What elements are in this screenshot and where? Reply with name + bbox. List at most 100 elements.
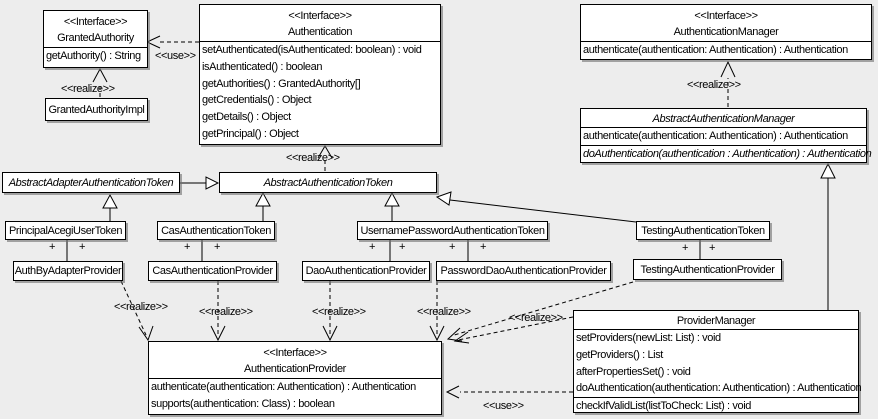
class-name: AuthByAdapterProvider (14, 265, 122, 277)
class-abstract-adapter-authentication-token[interactable]: AbstractAdapterAuthenticationToken (2, 172, 180, 193)
realize-stereotype-label: <<realize>> (687, 79, 741, 91)
gen-triangle-cas (255, 191, 271, 207)
class-name: AuthenticationManager (673, 26, 779, 38)
class-cas-authentication-provider[interactable]: CasAuthenticationProvider (148, 261, 277, 281)
realize-stereotype-label: <<realize>> (417, 306, 471, 318)
arrowhead-realize-authenticationmanager (720, 60, 736, 78)
method-row: authenticate(authentication: Authenticat… (583, 130, 848, 142)
use-stereotype-label: <<use>> (483, 400, 524, 412)
method-row: getCredentials() : Object (202, 94, 312, 107)
class-name: AbstractAuthenticationManager (652, 113, 795, 125)
class-authentication-manager[interactable]: <<Interface>> AuthenticationManager auth… (580, 4, 872, 60)
realize-stereotype-label: <<realize>> (199, 306, 253, 318)
class-name: Authentication (287, 26, 353, 38)
arrowhead-realize-6 (453, 331, 470, 344)
class-name: UsernamePasswordAuthenticationToken (360, 224, 545, 237)
method-row: doAuthentication(authentication : Authen… (583, 147, 872, 160)
class-name: AuthenticationProvider (244, 363, 346, 375)
class-header: <<Interface>> GrantedAuthority (44, 11, 147, 48)
class-authentication-provider[interactable]: <<Interface>> AuthenticationProvider aut… (148, 341, 442, 415)
class-cas-authentication-token[interactable]: CasAuthenticationToken (157, 221, 275, 240)
stereotype-label: <<Interface>> (694, 10, 758, 22)
class-testing-authentication-token[interactable]: TestingAuthenticationToken (636, 221, 770, 240)
method-row: isAuthenticated() : boolean (202, 60, 323, 73)
multiplicity-plus: + (368, 241, 376, 253)
class-password-dao-authentication-provider[interactable]: PasswordDaoAuthenticationProvider (436, 261, 611, 281)
arrowhead-realize-3 (322, 325, 338, 342)
gen-triangle-principal (102, 193, 118, 209)
method-row: getDetails() : Object (202, 111, 291, 124)
arrowhead-realize-2 (210, 325, 226, 342)
class-abstract-authentication-token[interactable]: AbstractAuthenticationToken (219, 172, 437, 193)
multiplicity-plus: + (48, 241, 56, 253)
multiplicity-plus: + (398, 241, 406, 253)
arrowhead-use-authenticationprovider (445, 385, 460, 399)
compartment-divider (574, 397, 858, 399)
realize-stereotype-label: <<realize>> (509, 312, 563, 324)
arrowhead-use-grantedauthority (145, 35, 161, 49)
class-header: <<Interface>> AuthenticationManager (581, 5, 871, 42)
class-name: PrincipalAcegiUserToken (8, 224, 123, 237)
class-header: <<Interface>> AuthenticationProvider (149, 342, 441, 379)
method-row: checkIfValidList(listToCheck: List) : vo… (576, 400, 751, 413)
realize-stereotype-label: <<realize>> (312, 306, 366, 318)
method-row: getProviders() : List (576, 348, 663, 361)
compartment-divider (581, 144, 866, 146)
stereotype-label: <<Interface>> (288, 10, 352, 22)
class-name: GrantedAuthority (57, 32, 134, 44)
stereotype-label: <<Interface>> (63, 16, 128, 28)
class-authentication[interactable]: <<Interface>> Authentication setAuthenti… (199, 4, 441, 145)
class-header: AbstractAuthenticationManager (581, 109, 866, 128)
stereotype-label: <<Interface>> (263, 347, 327, 359)
multiplicity-plus: + (183, 241, 191, 253)
class-name: GrantedAuthorityImpl (48, 103, 145, 116)
class-name: CasAuthenticationToken (161, 224, 271, 237)
method-row: authenticate(authentication: Authenticat… (583, 44, 848, 56)
method-row: supports(authentication: Class) : boolea… (151, 397, 335, 410)
gen-triangle-testing (435, 191, 452, 206)
class-header: ProviderManager (574, 311, 858, 330)
class-name: AbstractAdapterAuthenticationToken (8, 176, 174, 189)
method-row: getAuthority() : String (46, 50, 141, 62)
class-name: TestingAuthenticationProvider (640, 263, 775, 276)
method-row: getPrincipal() : Object (202, 127, 299, 140)
multiplicity-plus: + (681, 242, 689, 254)
multiplicity-plus: + (479, 241, 487, 253)
arrowhead-realize-grantedauthority (92, 67, 108, 83)
class-name: CasAuthenticationProvider (152, 265, 273, 277)
method-row: afterPropertiesSet() : void (576, 365, 691, 378)
gen-triangle-adapter (205, 176, 220, 190)
use-stereotype-label: <<use>> (155, 50, 196, 62)
class-testing-authentication-provider[interactable]: TestingAuthenticationProvider (633, 259, 782, 280)
method-row: setProviders(newList: List) : void (576, 332, 721, 344)
class-header: <<Interface>> Authentication (200, 5, 440, 42)
class-granted-authority-impl[interactable]: GrantedAuthorityImpl (45, 98, 148, 121)
class-name: AbstractAuthenticationToken (263, 176, 393, 189)
class-auth-by-adapter-provider[interactable]: AuthByAdapterProvider (13, 261, 123, 281)
class-principal-acegi-user-token[interactable]: PrincipalAcegiUserToken (5, 221, 126, 240)
method-row: authenticate(authentication: Authenticat… (151, 381, 416, 393)
class-name: TestingAuthenticationToken (641, 224, 765, 237)
class-dao-authentication-provider[interactable]: DaoAuthenticationProvider (302, 261, 430, 281)
method-row: setAuthenticated(isAuthenticated: boolea… (202, 44, 422, 56)
arrowhead-realize-5 (446, 327, 463, 342)
multiplicity-plus: + (78, 241, 86, 253)
class-granted-authority[interactable]: <<Interface>> GrantedAuthority getAuthor… (43, 10, 148, 68)
multiplicity-plus: + (448, 241, 456, 253)
class-username-password-authentication-token[interactable]: UsernamePasswordAuthenticationToken (357, 221, 548, 240)
class-name: DaoAuthenticationProvider (305, 265, 427, 277)
class-name: ProviderManager (676, 315, 756, 327)
class-provider-manager[interactable]: ProviderManager setProviders(newList: Li… (573, 310, 862, 413)
multiplicity-plus: + (213, 241, 221, 253)
arrowhead-realize-4 (429, 325, 445, 342)
gen-triangle-usernamepassword (384, 191, 400, 207)
multiplicity-plus: + (708, 242, 716, 254)
class-name: PasswordDaoAuthenticationProvider (440, 265, 607, 277)
arrowhead-realize-1 (138, 325, 154, 342)
gen-triangle-providermanager (820, 162, 836, 179)
class-abstract-authentication-manager[interactable]: AbstractAuthenticationManager authentica… (580, 108, 872, 163)
realize-stereotype-label: <<realize>> (61, 83, 115, 95)
gen-line-testing (449, 199, 637, 223)
method-row: doAuthentication(authentication: Authent… (576, 382, 862, 395)
